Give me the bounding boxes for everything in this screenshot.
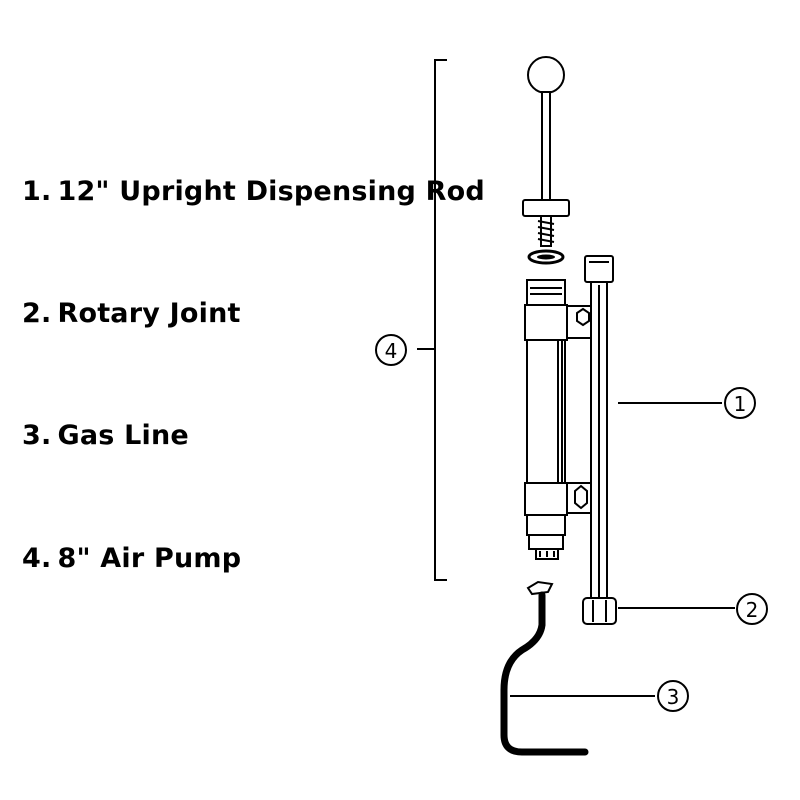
part-name: 8" Air Pump <box>57 543 242 574</box>
part-label-gas-line: 3.Gas Line <box>22 420 189 451</box>
callout-3-number: 3 <box>667 685 680 709</box>
part-label-rotary-joint: 2.Rotary Joint <box>22 298 241 329</box>
gas-line <box>500 580 589 756</box>
part-name: Gas Line <box>57 420 189 451</box>
callout-2-number: 2 <box>746 598 759 622</box>
callout-2: 2 <box>736 593 768 625</box>
rod-shaft <box>541 91 551 201</box>
assembly-bracket <box>417 59 447 581</box>
leader-lines <box>510 402 735 697</box>
spring <box>537 215 555 247</box>
callout-4: 4 <box>375 334 407 366</box>
callout-4-number: 4 <box>385 339 398 363</box>
part-number: 3. <box>22 420 52 451</box>
callout-1-number: 1 <box>734 392 747 416</box>
handle-knob <box>527 56 565 94</box>
part-number: 2. <box>22 298 52 329</box>
part-name: 12" Upright Dispensing Rod <box>57 176 485 207</box>
part-number: 4. <box>22 543 52 574</box>
callout-1: 1 <box>724 387 756 419</box>
part-label-air-pump: 4.8" Air Pump <box>22 543 241 574</box>
callout-3: 3 <box>657 680 689 712</box>
rod-cap <box>522 199 570 217</box>
pump-outlet-fitting <box>528 534 564 560</box>
rotary-joint-nut <box>582 597 617 625</box>
part-label-dispensing-rod: 1.12" Upright Dispensing Rod <box>22 176 485 207</box>
part-number: 1. <box>22 176 52 207</box>
part-name: Rotary Joint <box>57 298 241 329</box>
washer-hole <box>537 254 555 260</box>
